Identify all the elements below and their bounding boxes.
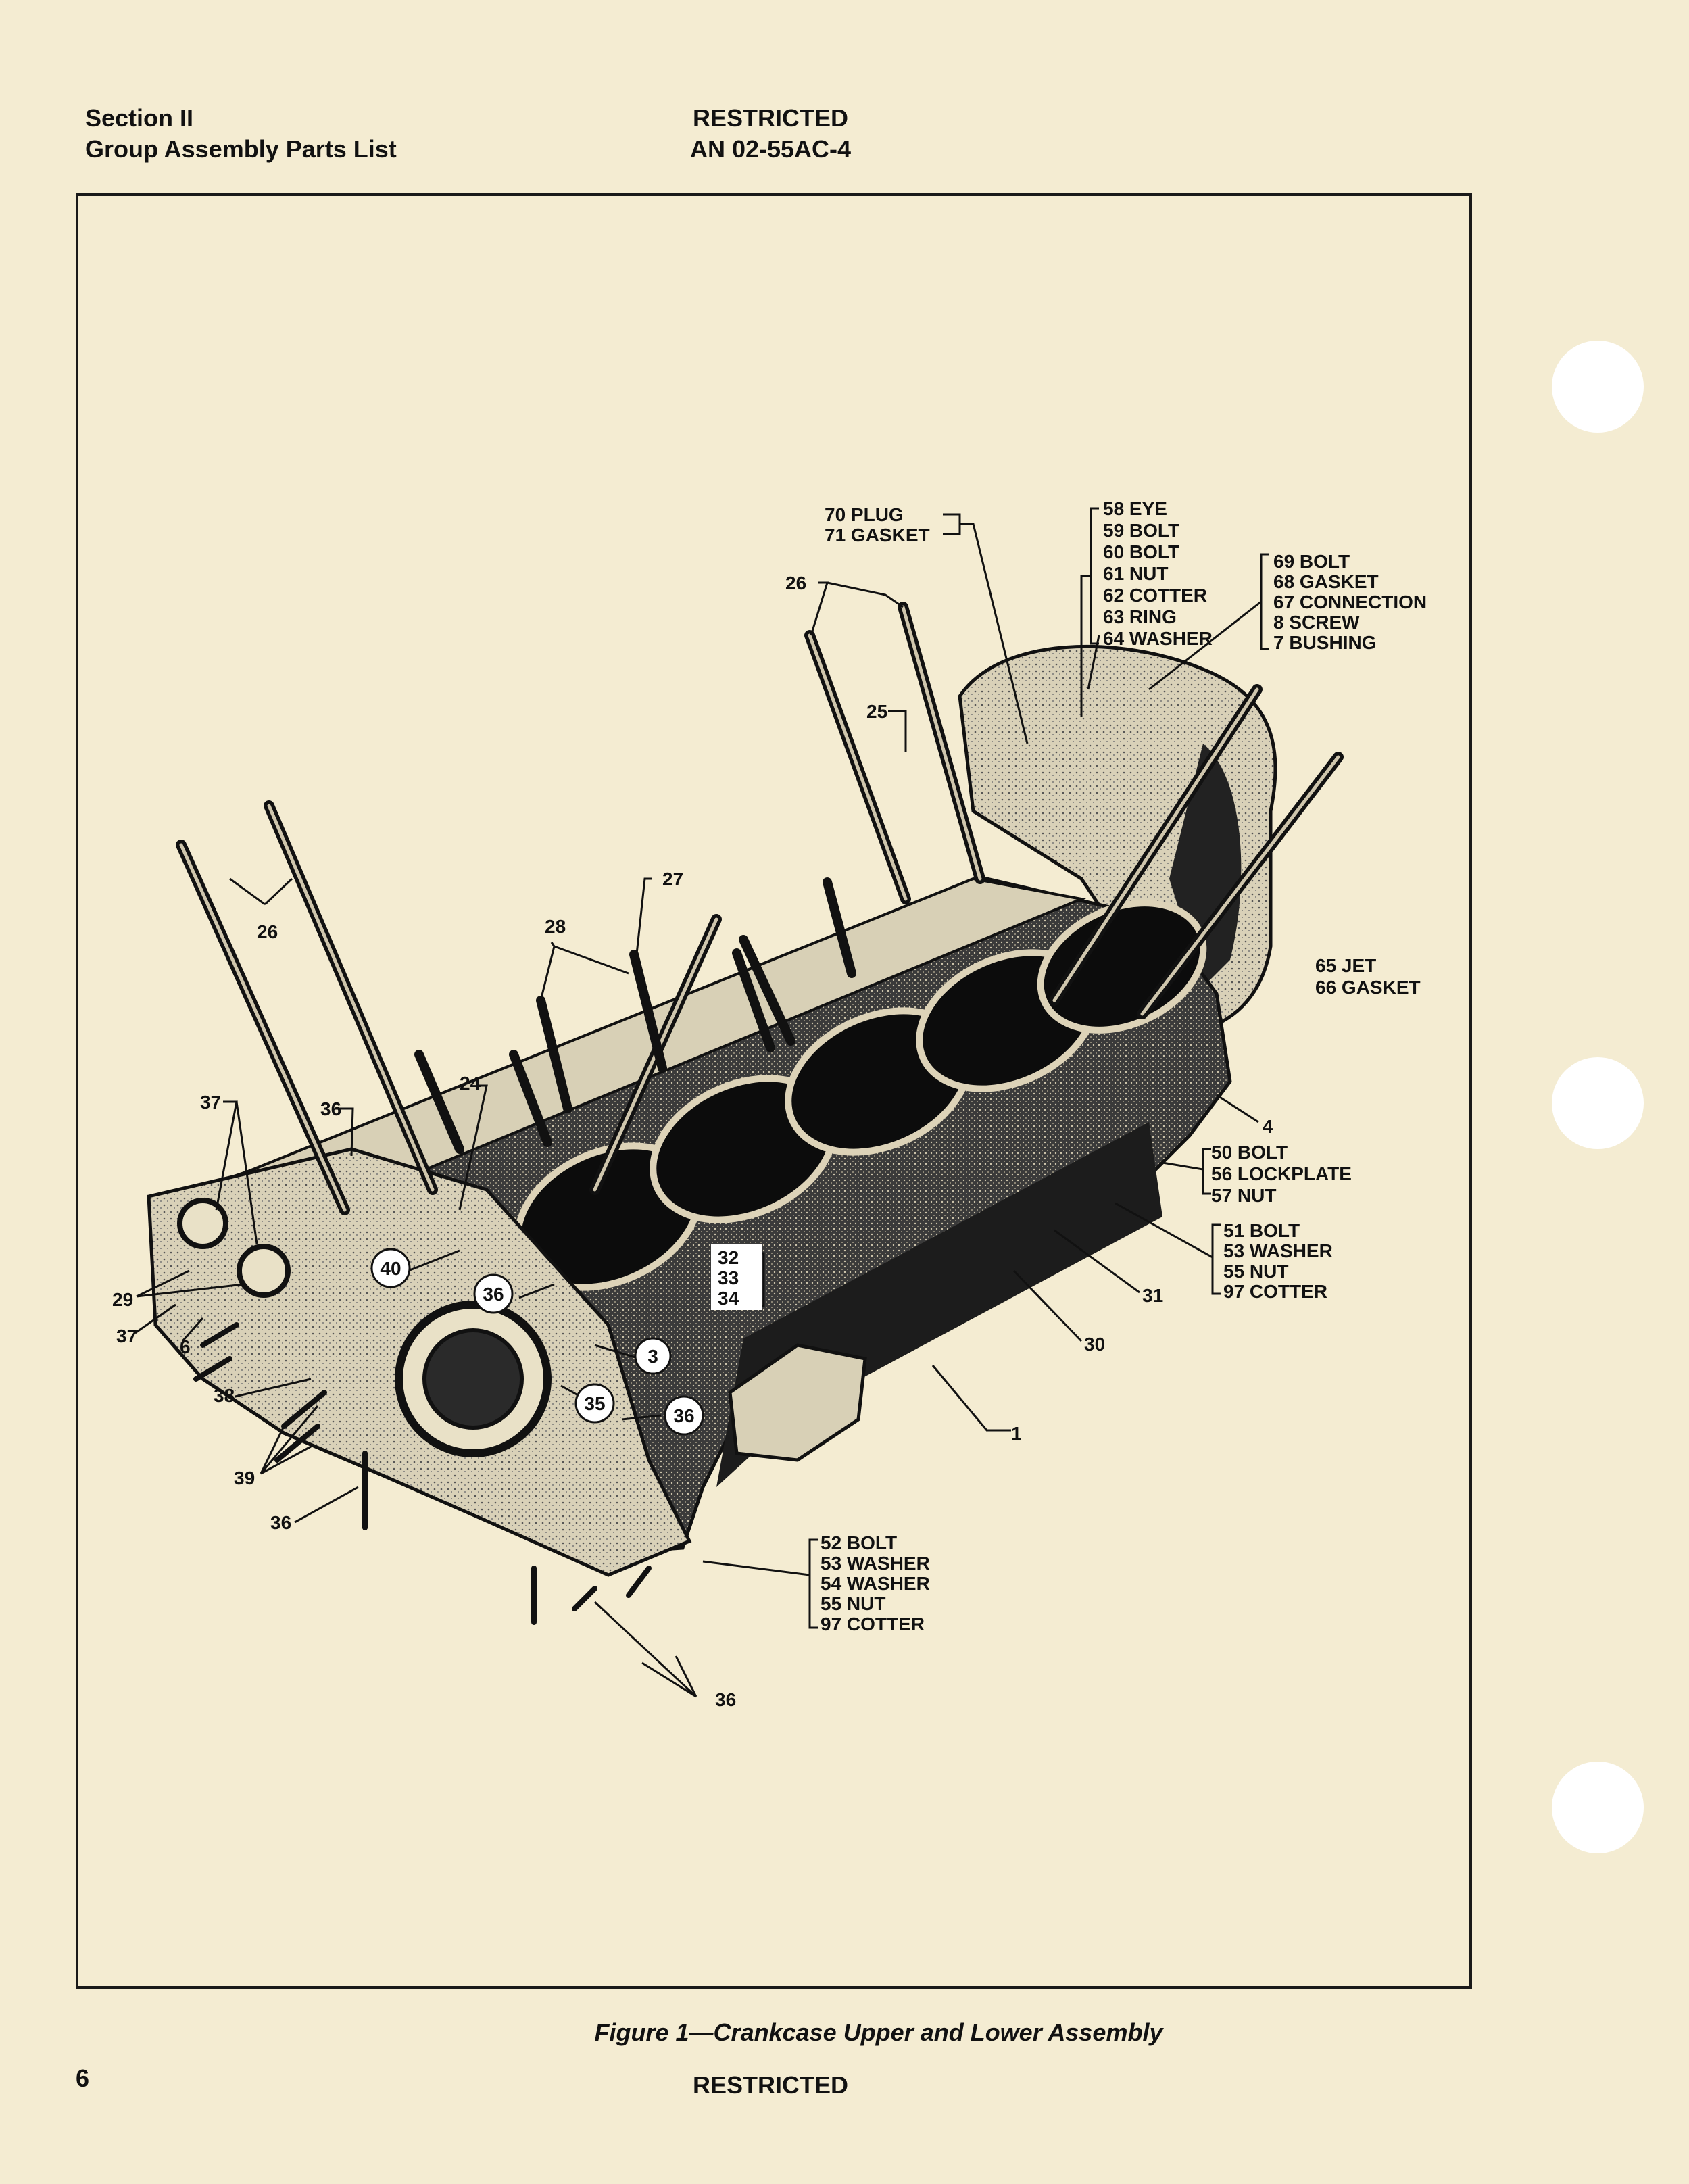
circled-callout-35: 35 — [574, 1383, 615, 1424]
rear-face-studs — [193, 1322, 652, 1625]
callout-bolt-59: 59 BOLT — [1103, 520, 1179, 541]
callout-cotter-97: 97 COTTER — [1223, 1281, 1327, 1302]
footer-classification: RESTRICTED — [692, 2071, 848, 2099]
callout-3: 3 — [647, 1346, 658, 1367]
binder-hole-top — [1552, 341, 1644, 433]
callout-washer-54: 54 WASHER — [821, 1573, 930, 1594]
figure-frame — [76, 193, 1472, 1989]
callout-nut-57: 57 NUT — [1211, 1185, 1276, 1206]
callout-25: 25 — [866, 701, 887, 722]
figure-caption: Figure 1—Crankcase Upper and Lower Assem… — [594, 2018, 1163, 2046]
long-stud-cores — [179, 605, 1340, 1212]
callout-26-top: 26 — [785, 573, 806, 593]
callout-39: 39 — [234, 1467, 255, 1488]
document-number: AN 02-55AC-4 — [689, 135, 852, 163]
callout-eye-58: 58 EYE — [1103, 498, 1167, 519]
callout-gasket-68: 68 GASKET — [1273, 571, 1379, 592]
mount-boss-2 — [237, 1244, 291, 1298]
callout-cotter-62: 62 COTTER — [1103, 585, 1207, 606]
callout-37-mid: 37 — [116, 1326, 137, 1346]
callout-jet-65: 65 JET — [1315, 955, 1376, 976]
callout-gasket-66: 66 GASKET — [1315, 977, 1421, 998]
engine-mount-pad — [728, 1343, 867, 1462]
callout-labels: 70 PLUG 71 GASKET 58 EYE 59 BOLT 60 BOLT… — [112, 498, 1427, 1710]
callout-plug-70: 70 PLUG — [825, 504, 904, 525]
callout-cotter-97b: 97 COTTER — [821, 1613, 925, 1634]
callout-ring-63: 63 RING — [1103, 606, 1177, 627]
callout-group-bolt50: 50 BOLT 56 LOCKPLATE 57 NUT — [1211, 1142, 1352, 1206]
callout-group-eye: 58 EYE 59 BOLT 60 BOLT 61 NUT 62 COTTER … — [1103, 498, 1213, 649]
callout-group-32-34: 32 33 34 — [718, 1247, 739, 1309]
callout-35: 35 — [584, 1393, 605, 1414]
callout-38: 38 — [214, 1385, 235, 1406]
callout-37-top: 37 — [200, 1092, 221, 1113]
callout-box-32-34 — [711, 1244, 762, 1310]
callout-28: 28 — [545, 916, 566, 937]
callout-bolt-50: 50 BOLT — [1211, 1142, 1288, 1163]
section-title: Section II — [85, 104, 194, 132]
callout-26-left: 26 — [257, 921, 278, 942]
callout-33: 33 — [718, 1267, 739, 1288]
callout-nut-55: 55 NUT — [1223, 1261, 1288, 1282]
callout-29: 29 — [112, 1289, 133, 1310]
subsection-title: Group Assembly Parts List — [85, 135, 397, 163]
callout-36-mid: 36 — [483, 1284, 504, 1305]
front-bearing-inner — [422, 1328, 524, 1430]
callout-washer-53b: 53 WASHER — [821, 1553, 930, 1574]
crankcase-illustration — [147, 602, 1344, 1625]
callout-34: 34 — [718, 1288, 739, 1309]
binder-hole-middle — [1552, 1057, 1644, 1149]
mount-boss-1 — [177, 1198, 228, 1249]
callout-27: 27 — [662, 869, 683, 890]
callout-washer-53: 53 WASHER — [1223, 1240, 1333, 1261]
callout-gasket-71: 71 GASKET — [825, 525, 930, 545]
callout-bolt-51: 51 BOLT — [1223, 1220, 1300, 1241]
callout-group-bolt69: 69 BOLT 68 GASKET 67 CONNECTION 8 SCREW … — [1273, 551, 1427, 653]
classification-header: RESTRICTED AN 02-55AC-4 — [608, 103, 933, 165]
classification-label: RESTRICTED — [692, 104, 848, 132]
binder-hole-bottom — [1552, 1762, 1644, 1853]
callout-lockplate-56: 56 LOCKPLATE — [1211, 1163, 1352, 1184]
page-number: 6 — [76, 2064, 90, 2092]
callout-1: 1 — [1011, 1423, 1022, 1444]
callout-bushing-7: 7 BUSHING — [1273, 632, 1376, 653]
callout-36-bottom: 36 — [715, 1689, 736, 1710]
callout-36-top: 36 — [320, 1098, 341, 1119]
callout-bolt-69: 69 BOLT — [1273, 551, 1350, 572]
short-studs — [414, 877, 856, 1154]
callout-6: 6 — [180, 1336, 191, 1357]
callout-36-low-left: 36 — [270, 1512, 291, 1533]
callout-nut-61: 61 NUT — [1103, 563, 1168, 584]
callout-washer-64: 64 WASHER — [1103, 628, 1213, 649]
callout-32: 32 — [718, 1247, 739, 1268]
callout-bolt-52: 52 BOLT — [821, 1532, 897, 1553]
circled-callout-36-low: 36 — [664, 1395, 704, 1436]
callout-connection-67: 67 CONNECTION — [1273, 591, 1427, 612]
callout-screw-8: 8 SCREW — [1273, 612, 1360, 633]
section-header: Section II Group Assembly Parts List — [85, 103, 397, 165]
callout-group-plug: 70 PLUG 71 GASKET — [825, 504, 930, 545]
callout-36-low: 36 — [673, 1405, 694, 1426]
callout-nut-55b: 55 NUT — [821, 1593, 885, 1614]
callout-4: 4 — [1263, 1116, 1273, 1137]
circled-callout-40: 40 — [370, 1248, 411, 1288]
circled-callout-3: 3 — [634, 1337, 672, 1375]
circled-callout-36-mid: 36 — [473, 1273, 514, 1314]
callout-40: 40 — [380, 1258, 401, 1279]
callout-group-jet: 65 JET 66 GASKET — [1315, 955, 1421, 998]
callout-24: 24 — [460, 1073, 481, 1094]
cylinder-bores — [514, 900, 1207, 1291]
callout-31: 31 — [1142, 1285, 1163, 1306]
callout-bolt-60: 60 BOLT — [1103, 541, 1179, 562]
callout-30: 30 — [1084, 1334, 1105, 1355]
callout-group-bolt51: 51 BOLT 53 WASHER 55 NUT 97 COTTER — [1223, 1220, 1333, 1302]
callout-group-bolt52: 52 BOLT 53 WASHER 54 WASHER 55 NUT 97 CO… — [821, 1532, 930, 1634]
